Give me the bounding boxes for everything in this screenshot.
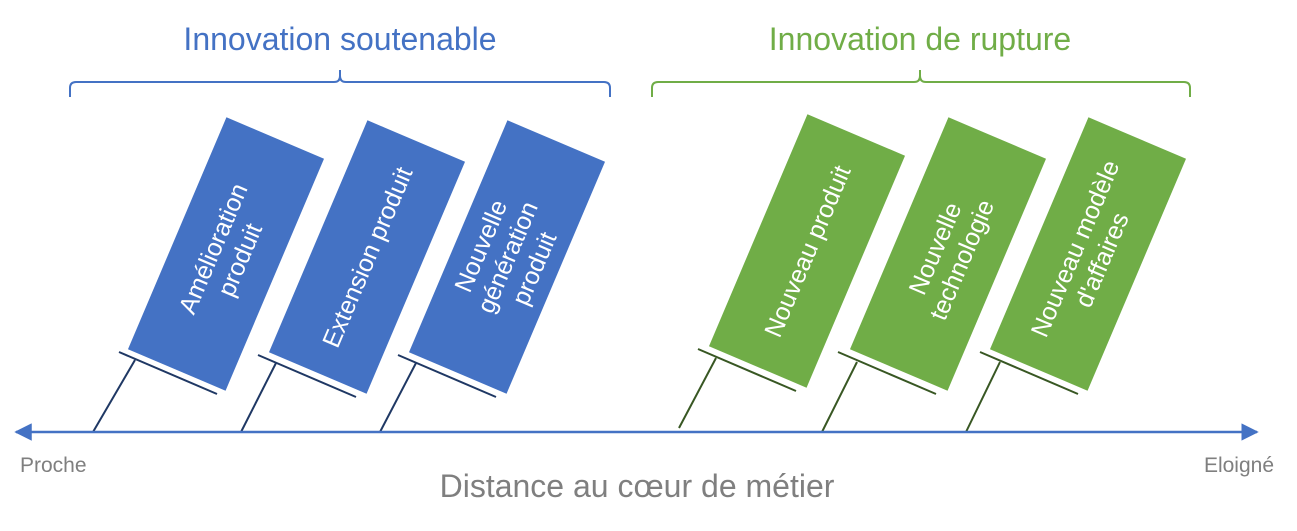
tick-4 xyxy=(697,348,797,392)
brace-disruptive xyxy=(651,70,1191,97)
tick-3 xyxy=(397,354,497,398)
card-box xyxy=(708,114,906,388)
group-title-sustaining: Innovation soutenable xyxy=(183,21,496,57)
tick-2 xyxy=(257,354,357,398)
tick-5 xyxy=(837,351,937,395)
card-box xyxy=(127,117,325,391)
card-box xyxy=(268,120,466,394)
stem-6 xyxy=(965,361,1001,433)
stem-4 xyxy=(678,357,717,429)
stem-5 xyxy=(821,361,858,433)
stem-2 xyxy=(240,362,277,433)
tick-6 xyxy=(979,351,1079,395)
card-box xyxy=(849,117,1047,391)
stems xyxy=(92,348,1079,433)
group-title-disruptive: Innovation de rupture xyxy=(769,21,1071,57)
axis-label-far: Eloigné xyxy=(1204,454,1274,477)
stem-1 xyxy=(92,359,136,433)
axis-label-near: Proche xyxy=(20,454,87,477)
card-box xyxy=(408,120,606,394)
stem-3 xyxy=(379,362,417,433)
tick-1 xyxy=(118,351,218,395)
brace-sustaining xyxy=(69,70,611,97)
card-box xyxy=(989,117,1187,391)
axis-title: Distance au cœur de métier xyxy=(440,468,835,504)
